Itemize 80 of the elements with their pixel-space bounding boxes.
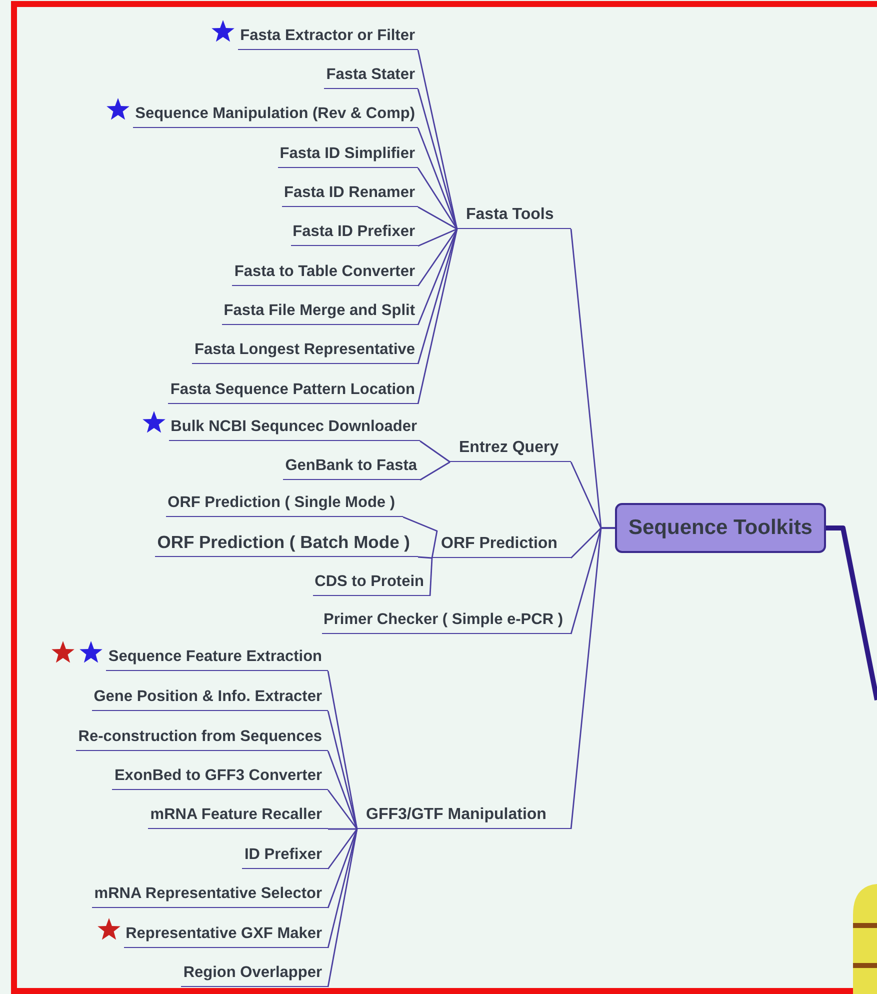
leaf-topic	[166, 494, 403, 517]
branch-line	[327, 710, 358, 830]
leaf-topic	[324, 66, 418, 89]
leaf-topic	[290, 223, 418, 246]
topic-text: Fasta ID Simplifier	[280, 145, 415, 162]
leaf-topic	[282, 184, 418, 207]
branch-line	[418, 206, 458, 230]
topic-text: Fasta to Table Converter	[234, 263, 415, 280]
branch-line	[328, 828, 357, 830]
topic-text: Primer Checker ( Simple e-PCR )	[324, 611, 563, 628]
topic-text: Fasta Longest Representative	[194, 341, 415, 358]
branch-line	[417, 228, 458, 364]
branch-line	[418, 228, 458, 247]
leaf-topic	[192, 341, 418, 364]
branch-line	[420, 461, 450, 481]
topic-text: mRNA Feature Recaller	[150, 806, 322, 824]
topic-text: Fasta ID Renamer	[284, 184, 415, 202]
topic-text: Fasta Sequence Pattern Location	[170, 381, 415, 398]
root-topic-box	[615, 503, 826, 553]
leaf-topic	[168, 381, 418, 404]
branch-line	[327, 828, 358, 870]
leaf-topic	[112, 767, 328, 790]
branch-line	[327, 828, 358, 988]
topic-text: ID Prefixer	[244, 846, 322, 864]
branch-line	[327, 828, 358, 908]
branch-topic	[450, 438, 571, 462]
topic-text: Fasta File Merge and Split	[224, 302, 415, 320]
topic-text: ORF Prediction	[441, 534, 558, 552]
topic-text: Sequence Feature Extraction	[108, 648, 322, 666]
branch-line	[417, 228, 458, 404]
branch-topic	[357, 806, 571, 829]
topic-text: Gene Position & Info. Extracter	[94, 688, 322, 706]
leaf-topic	[278, 145, 418, 168]
topic-text: GenBank to Fasta	[285, 457, 417, 474]
branch-line	[327, 750, 358, 830]
branch-line	[418, 556, 432, 559]
branch-topic	[457, 206, 571, 229]
branch-line	[417, 128, 458, 230]
branch-line	[402, 516, 438, 558]
branch-line	[417, 228, 458, 286]
topic-text: Fasta ID Prefixer	[292, 223, 415, 240]
topic-text: Sequence Toolkits	[628, 516, 812, 540]
leaf-topic	[148, 806, 328, 829]
topic-text: GFF3/GTF Manipulation	[366, 806, 546, 823]
topic-text: ExonBed to GFF3 Converter	[114, 767, 322, 784]
leaf-topic	[242, 846, 328, 869]
topic-text: Representative GXF Maker	[126, 925, 322, 942]
topic-text: CDS to Protein	[314, 573, 424, 590]
branch-line	[327, 790, 358, 830]
topic-text: Fasta Stater	[326, 66, 415, 84]
topic-text: Bulk NCBI Sequncec Downloader	[170, 418, 417, 436]
topic-text: ORF Prediction ( Single Mode )	[168, 494, 395, 512]
topic-text: Sequence Manipulation (Rev & Comp)	[135, 105, 415, 122]
leaf-topic	[222, 302, 418, 325]
topic-text: Entrez Query	[459, 438, 559, 456]
topic-text: Re-construction from Sequences	[78, 728, 322, 746]
branch-line	[417, 168, 458, 230]
leaf-topic	[92, 885, 328, 908]
leaf-topic	[181, 964, 328, 987]
topic-text: Fasta Tools	[466, 206, 554, 223]
branch-line	[327, 670, 358, 830]
leaf-topic	[322, 611, 571, 634]
branch-line	[417, 228, 458, 326]
topic-text: Fasta Extractor or Filter	[240, 27, 415, 44]
branch-topic	[432, 534, 571, 558]
leaf-topic	[232, 263, 418, 286]
branch-line	[570, 527, 615, 830]
branch-line	[417, 50, 458, 230]
leaf-topic	[312, 573, 430, 596]
leaf-topic	[283, 457, 420, 480]
leaf-topic	[92, 688, 328, 711]
topic-text: Region Overlapper	[183, 964, 322, 982]
branch-line	[327, 828, 358, 948]
leaf-topic	[76, 728, 328, 751]
thick-branch-line	[826, 526, 877, 700]
branch-line	[417, 88, 458, 230]
branch-line	[429, 558, 433, 596]
topic-text: ORF Prediction ( Batch Mode )	[157, 532, 410, 552]
branch-line	[420, 440, 450, 463]
topic-text: mRNA Representative Selector	[94, 885, 322, 902]
